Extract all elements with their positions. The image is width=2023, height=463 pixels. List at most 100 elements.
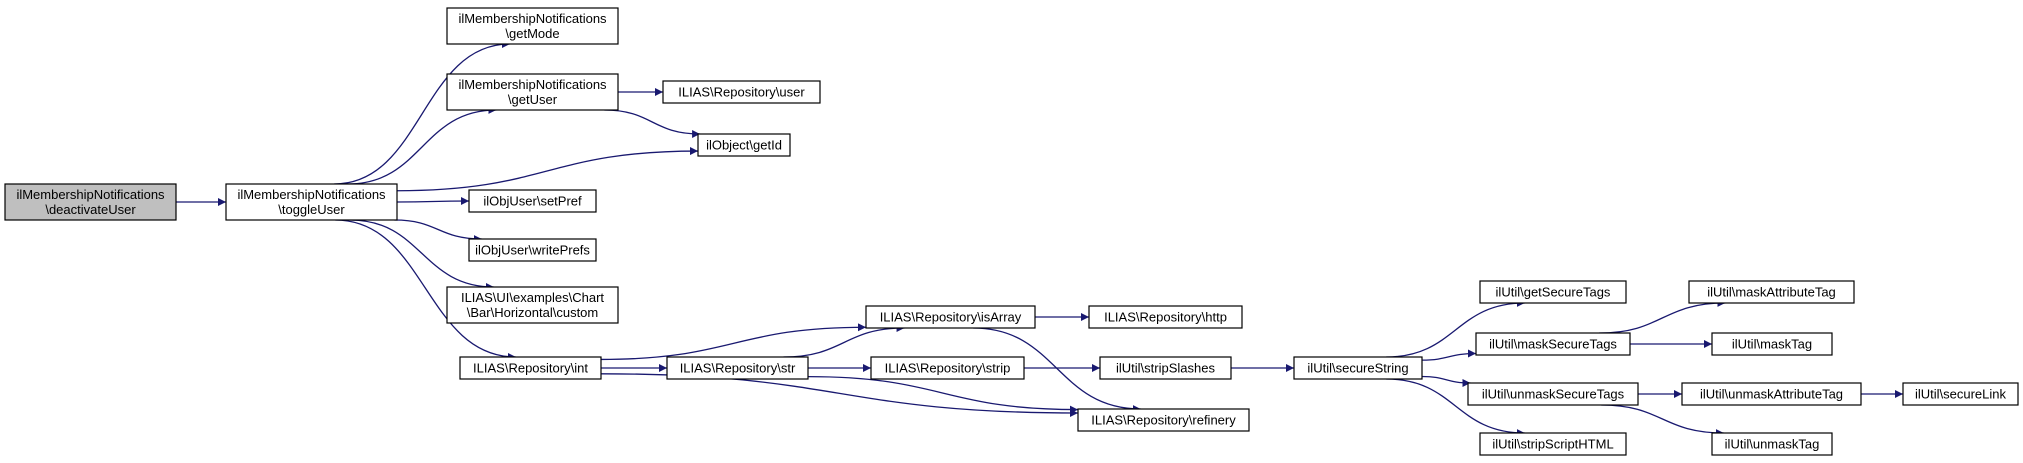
node-label: \Bar\Horizontal\custom xyxy=(467,305,599,320)
node-getSecureTags[interactable]: ilUtil\getSecureTags xyxy=(1479,280,1627,304)
node-getId[interactable]: ilObject\getId xyxy=(697,133,791,157)
node-secureLink[interactable]: ilUtil\secureLink xyxy=(1902,382,2019,406)
node-label: ilUtil\stripSlashes xyxy=(1116,361,1215,376)
node-unmaskSecureTags[interactable]: ilUtil\unmaskSecureTags xyxy=(1467,382,1639,406)
node-label: ilUtil\secureString xyxy=(1307,361,1408,376)
edge xyxy=(1386,378,1525,437)
edge xyxy=(1421,349,1477,361)
node-strip[interactable]: ILIAS\Repository\strip xyxy=(870,356,1025,380)
edge-toggle-to-chartCustom xyxy=(350,219,494,291)
node-str[interactable]: ILIAS\Repository\str xyxy=(666,356,809,380)
node-stripSlashes[interactable]: ilUtil\stripSlashes xyxy=(1099,356,1232,380)
node-repoInt[interactable]: ILIAS\Repository\int xyxy=(459,356,602,380)
node-box xyxy=(446,7,619,45)
node-isArray[interactable]: ILIAS\Repository\isArray xyxy=(865,305,1036,329)
edge-secureString-to-getSecureTags xyxy=(1386,299,1525,358)
edge-toggle-to-writePrefs xyxy=(394,219,482,243)
node-label: ILIAS\Repository\refinery xyxy=(1091,413,1236,428)
node-label: ilObject\getId xyxy=(706,138,782,153)
edge xyxy=(350,219,494,291)
node-label: ilUtil\maskSecureTags xyxy=(1489,337,1617,352)
node-maskSecureTags[interactable]: ilUtil\maskSecureTags xyxy=(1475,332,1631,356)
node-box xyxy=(870,356,1025,380)
node-label: ILIAS\Repository\user xyxy=(678,85,805,100)
node-writePrefs[interactable]: ilObjUser\writePrefs xyxy=(468,238,597,262)
edge-getUser-to-getId xyxy=(604,109,701,138)
node-box xyxy=(1293,356,1423,380)
node-repoUser[interactable]: ILIAS\Repository\user xyxy=(662,80,821,104)
node-label: ilObjUser\writePrefs xyxy=(475,243,590,258)
node-box xyxy=(1479,280,1627,304)
edge-secureString-to-stripScriptHTML xyxy=(1386,378,1525,437)
edge-toggle-to-getUser xyxy=(347,106,497,185)
node-http[interactable]: ILIAS\Repository\http xyxy=(1088,305,1243,329)
edge-maskSecureTags-to-maskAttributeTag xyxy=(1599,299,1726,334)
node-maskAttributeTag[interactable]: ilUtil\maskAttributeTag xyxy=(1688,280,1855,304)
node-deactivate[interactable]: ilMembershipNotifications\deactivateUser xyxy=(4,183,177,221)
edge xyxy=(600,373,1079,417)
node-box xyxy=(1475,332,1631,356)
node-label: ILIAS\Repository\int xyxy=(473,361,588,376)
node-label: ilUtil\stripScriptHTML xyxy=(1492,437,1613,452)
node-box xyxy=(1681,382,1862,406)
nodes-layer: ilMembershipNotifications\deactivateUser… xyxy=(4,7,2019,456)
edge xyxy=(1601,404,1724,437)
node-label: ILIAS\Repository\http xyxy=(1104,310,1227,325)
edge-repoInt-to-isArray xyxy=(600,323,867,361)
node-box xyxy=(225,183,398,221)
node-label: ilUtil\maskTag xyxy=(1732,337,1812,352)
node-stripScriptHTML[interactable]: ilUtil\stripScriptHTML xyxy=(1479,432,1627,456)
edges-layer xyxy=(175,40,1903,437)
node-label: \getMode xyxy=(505,26,559,41)
edge-toggle-to-setPref xyxy=(396,197,470,206)
node-label: ILIAS\Repository\isArray xyxy=(880,310,1022,325)
node-label: ilUtil\secureLink xyxy=(1915,387,2007,402)
node-box xyxy=(865,305,1036,329)
node-chartCustom[interactable]: ILIAS\UI\examples\Chart\Bar\Horizontal\c… xyxy=(446,286,619,324)
edge xyxy=(347,106,497,185)
node-label: ilUtil\unmaskAttributeTag xyxy=(1700,387,1843,402)
node-maskTag[interactable]: ilUtil\maskTag xyxy=(1711,332,1833,356)
node-box xyxy=(468,189,597,213)
node-refinery[interactable]: ILIAS\Repository\refinery xyxy=(1077,408,1250,432)
node-getUser[interactable]: ilMembershipNotifications\getUser xyxy=(446,73,619,111)
node-label: \toggleUser xyxy=(278,202,345,217)
node-box xyxy=(666,356,809,380)
node-label: ILIAS\Repository\str xyxy=(680,361,796,376)
node-unmaskTag[interactable]: ilUtil\unmaskTag xyxy=(1711,432,1833,456)
node-label: ilMembershipNotifications xyxy=(16,187,165,202)
node-setPref[interactable]: ilObjUser\setPref xyxy=(468,189,597,213)
node-box xyxy=(1688,280,1855,304)
node-box xyxy=(1711,332,1833,356)
edge xyxy=(396,147,699,192)
node-unmaskAttributeTag[interactable]: ilUtil\unmaskAttributeTag xyxy=(1681,382,1862,406)
node-box xyxy=(1902,382,2019,406)
node-box xyxy=(468,238,597,262)
edge xyxy=(1421,375,1471,387)
node-box xyxy=(1479,432,1627,456)
edge-repoInt-to-refinery xyxy=(600,373,1079,417)
edge xyxy=(396,197,470,206)
edge xyxy=(334,40,510,185)
node-getMode[interactable]: ilMembershipNotifications\getMode xyxy=(446,7,619,45)
node-box xyxy=(446,73,619,111)
edge-str-to-isArray xyxy=(783,324,905,358)
edge-toggle-to-getMode xyxy=(334,40,510,185)
edge xyxy=(1386,299,1525,358)
edge xyxy=(807,375,1079,414)
node-box xyxy=(1467,382,1639,406)
node-label: \getUser xyxy=(508,92,558,107)
node-toggle[interactable]: ilMembershipNotifications\toggleUser xyxy=(225,183,398,221)
edge-str-to-refinery xyxy=(807,375,1079,414)
node-label: ilUtil\maskAttributeTag xyxy=(1707,285,1836,300)
edge xyxy=(600,323,867,361)
node-box xyxy=(697,133,791,157)
node-box xyxy=(1088,305,1243,329)
node-box xyxy=(459,356,602,380)
edge xyxy=(604,109,701,138)
edge xyxy=(335,219,516,361)
node-secureString[interactable]: ilUtil\secureString xyxy=(1293,356,1423,380)
node-box xyxy=(1711,432,1833,456)
edge-unmaskSecureTags-to-unmaskTag xyxy=(1601,404,1724,437)
